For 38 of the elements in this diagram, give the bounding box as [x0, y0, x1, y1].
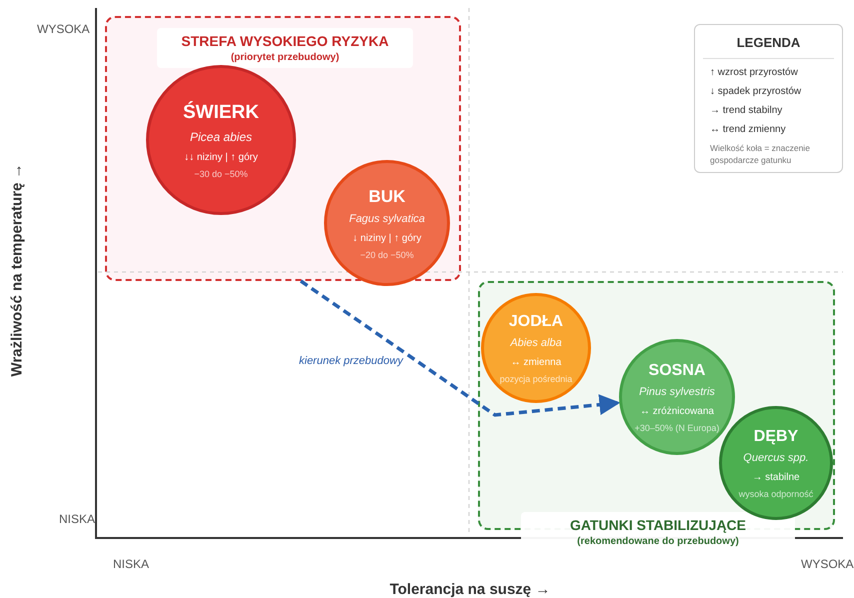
- zone-title: GATUNKI STABILIZUJĄCE: [570, 517, 746, 533]
- trend-text: → stabilne: [752, 472, 800, 482]
- trend-text: ↔ zmienna: [510, 356, 562, 368]
- legend-item: ↓ spadek przyrostów: [710, 86, 802, 97]
- axis-tick-label: NISKA: [113, 557, 150, 571]
- legend-note: Wielkość koła = znaczenie gospodarcze gatunku: [710, 143, 811, 167]
- species-name: ŚWIERK: [183, 102, 259, 124]
- axis-title: Tolerancja na suszę →: [390, 581, 550, 598]
- axis-tick-label: WYSOKA: [37, 22, 90, 36]
- trend-text: ↔ zróżnicowana: [640, 406, 714, 416]
- note-text: wysoka odporność: [738, 488, 814, 498]
- zone-title: STREFA WYSOKIEGO RYZYKA: [181, 33, 389, 49]
- species-name: BUK: [368, 186, 406, 206]
- species-name: JODŁA: [508, 312, 564, 330]
- trend-text: ↓↓ niziny | ↑ góry: [184, 152, 258, 162]
- zone-subtitle: (rekomendowane do przebudowy): [577, 536, 739, 547]
- note-text: −30 do −50%: [194, 168, 248, 178]
- dashed-arrow: [300, 280, 620, 417]
- zone-subtitle: (priorytet przebudowy): [230, 52, 340, 63]
- legend-item: ↔ trend zmienny: [710, 124, 787, 135]
- note-text: +30–50% (N Europa): [634, 422, 720, 432]
- trend-text: ↓ niziny | ↑ góry: [352, 232, 422, 244]
- latin-name: Quercus spp.: [743, 452, 809, 464]
- species-name: DĘBY: [754, 428, 798, 446]
- axis-tick-label: NISKA: [59, 512, 96, 526]
- axis-tick-label: WYSOKA: [801, 557, 854, 571]
- legend-item: → trend stabilny: [710, 105, 784, 116]
- latin-name: Abies alba: [510, 336, 562, 348]
- note-text: pozycja pośrednia: [500, 374, 572, 384]
- latin-name: Picea abies: [190, 130, 252, 144]
- legend-item: ↑ wzrost przyrostów: [710, 67, 799, 78]
- latin-name: Pinus sylvestris: [639, 386, 715, 398]
- species-name: SOSNA: [648, 362, 706, 380]
- legend-title: LEGENDA: [736, 35, 802, 50]
- edge-label: kierunek przebudowy: [297, 355, 405, 367]
- axis-title: Wrażliwość na temperaturę →: [8, 163, 26, 377]
- latin-name: Fagus sylvatica: [349, 212, 425, 224]
- note-text: −20 do −50%: [360, 250, 414, 260]
